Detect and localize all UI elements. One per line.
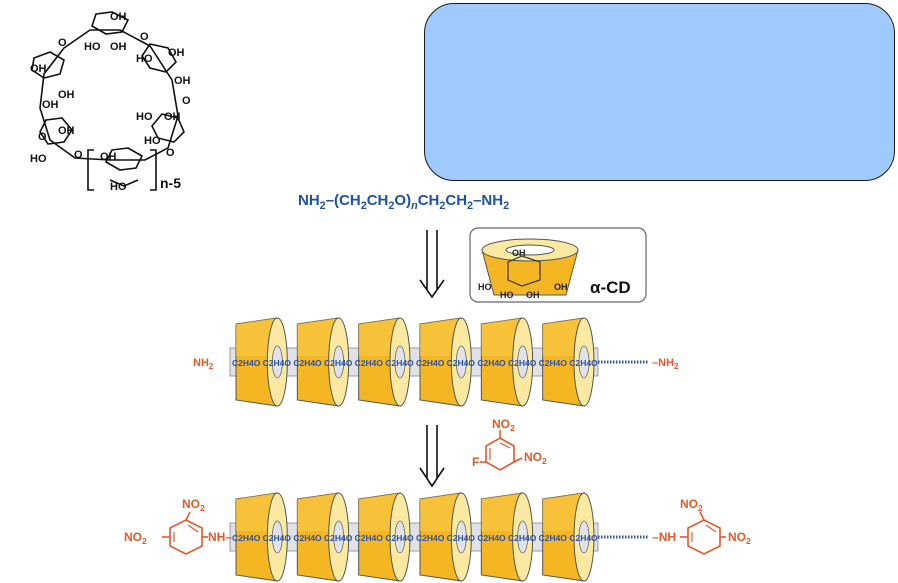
ho-label: HO	[84, 41, 101, 53]
ho-label: HO	[144, 135, 161, 147]
chain-core	[229, 522, 599, 552]
svg-text:NO2: NO2	[124, 530, 147, 546]
cyclodextrin-ring	[235, 317, 288, 407]
amine-end-right: –NH2	[652, 357, 679, 371]
repeat-unit-label: C2H4O	[416, 533, 445, 543]
ho-label: HO	[478, 282, 492, 292]
ring-oxygen-label: O	[140, 31, 149, 43]
repeat-unit-label: C2H4O	[263, 533, 292, 543]
cyclodextrin-ring	[480, 492, 534, 582]
svg-text:NO2: NO2	[728, 530, 751, 546]
repeat-unit-label: C2H4O	[263, 358, 292, 368]
cyclodextrin-ring	[419, 317, 472, 407]
repeat-unit-label: C2H4O	[569, 533, 598, 543]
polymer-formula: NH2–(CH2CH2O)nCH2CH2–NH2	[298, 192, 509, 212]
svg-text:NH–: NH–	[208, 530, 232, 544]
cyclodextrin-labels: OH HO OH OH HO OH OH OH OH OH HO OH HO H…	[30, 11, 191, 193]
oh-label: OH	[42, 99, 59, 111]
cyclodextrin-ring	[296, 492, 350, 582]
ho-label: HO	[500, 290, 514, 300]
svg-text:–NH: –NH	[652, 530, 676, 544]
repeat-unit-label: C2H4O	[539, 533, 568, 543]
cyclodextrin-ring	[542, 317, 595, 407]
ho-label: HO	[110, 181, 127, 193]
repeat-unit-label: C2H4O	[355, 533, 384, 543]
ring-oxygen-label: O	[166, 147, 175, 159]
repeat-unit-label: C2H4O	[447, 533, 476, 543]
ring-oxygen-label: O	[74, 149, 83, 161]
reaction-arrow	[419, 425, 445, 488]
cyclodextrin-ring	[419, 492, 472, 582]
svg-text:NO2: NO2	[182, 497, 205, 513]
chain-core	[229, 347, 599, 377]
repeat-unit-label: C2H4O	[416, 358, 445, 368]
repeat-unit-label: C2H4O	[324, 533, 353, 543]
svg-text:NO2: NO2	[680, 497, 703, 513]
alpha-cd-inset: OH HO HO OH OH α-CD	[469, 227, 647, 303]
cyclodextrin-structure	[31, 11, 185, 191]
oh-label: OH	[168, 47, 185, 59]
oh-label: OH	[526, 290, 540, 300]
cyclodextrin-ring	[542, 492, 595, 582]
repeat-unit-label: C2H4O	[385, 358, 414, 368]
ring-oxygen-label: O	[58, 37, 67, 49]
oh-label: OH	[174, 75, 191, 87]
oh-label: OH	[554, 282, 568, 292]
svg-text:F: F	[472, 455, 479, 469]
repeat-unit-label: C2H4O	[447, 358, 476, 368]
cyclodextrin-ring	[296, 317, 350, 407]
cyclodextrin-ring	[480, 317, 534, 407]
ho-label: HO	[30, 153, 47, 165]
oh-label: OH	[58, 125, 75, 137]
cyclodextrin-ring	[358, 492, 411, 582]
callout-box	[424, 3, 895, 181]
oh-label: OH	[110, 11, 127, 23]
dnp-stopper-right: –NH NO2 NO2	[652, 497, 751, 555]
repeat-unit-label: C2H4O	[569, 358, 598, 368]
oh-label: OH	[100, 151, 117, 163]
ho-label: HO	[136, 111, 153, 123]
repeat-unit-label: C2H4O	[293, 533, 322, 543]
repeat-unit-label: C2H4O	[508, 358, 537, 368]
oh-label: OH	[30, 63, 47, 75]
oh-label: OH	[58, 89, 75, 101]
ho-label: HO	[136, 53, 153, 65]
repeat-unit-label: C2H4O	[477, 533, 506, 543]
repeat-unit-label: C2H4O	[508, 533, 537, 543]
ring-oxygen-label: O	[182, 95, 191, 107]
svg-text:NO2: NO2	[524, 450, 547, 466]
oh-label: OH	[164, 111, 181, 123]
oh-label: OH	[512, 248, 526, 258]
repeat-unit-label: C2H4O	[232, 358, 261, 368]
repeat-unit-label: C2H4O	[324, 358, 353, 368]
repeat-unit-label: C2H4O	[477, 358, 506, 368]
repeat-unit-label: C2H4O	[385, 533, 414, 543]
cyclodextrin-ring	[358, 317, 411, 407]
amine-end-left: NH2	[193, 357, 214, 371]
ring-oxygen-label: O	[38, 131, 47, 143]
repeat-unit-label: C2H4O	[539, 358, 568, 368]
svg-text:NO2: NO2	[492, 417, 515, 433]
alpha-cd-label: α-CD	[590, 278, 631, 297]
reaction-arrow	[419, 230, 445, 299]
oh-label: OH	[110, 41, 127, 53]
cyclodextrin-ring	[235, 492, 288, 582]
repeat-unit-label: C2H4O	[293, 358, 322, 368]
repeat-index-label: n-5	[160, 175, 181, 191]
dnp-stopper-left: NO2 NO2 NH–	[124, 497, 232, 555]
dinitrofluorobenzene-reagent: NO2 F NO2	[472, 417, 547, 471]
repeat-unit-label: C2H4O	[232, 533, 261, 543]
repeat-unit-label: C2H4O	[355, 358, 384, 368]
